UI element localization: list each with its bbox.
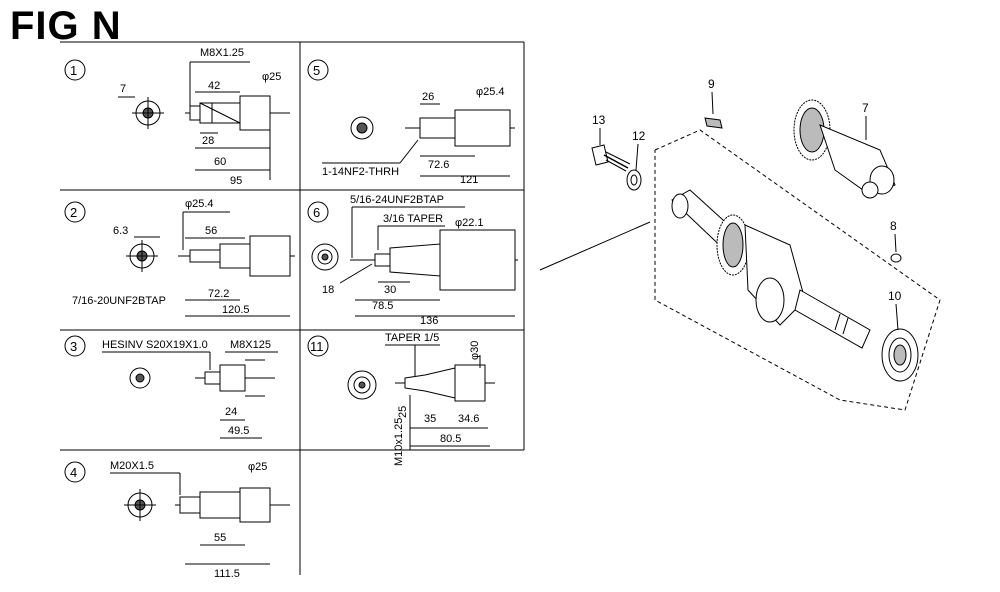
v6-label-3: 30 xyxy=(384,284,396,296)
v11-label-1: φ30 xyxy=(469,341,481,360)
v3-label-1: M8X125 xyxy=(230,339,271,351)
pin-part xyxy=(890,253,902,263)
variant-1: 1 M8X1.25 7 42 φ25 28 60 95 xyxy=(64,47,290,187)
variant-number-3: 3 xyxy=(70,339,77,354)
variant-number-2: 2 xyxy=(70,205,77,220)
v1-label-2: 42 xyxy=(208,80,220,92)
v5-label-0: 26 xyxy=(422,91,434,103)
variant-5: 5 26 φ25.4 72.6 121 1-14NF2-THRH xyxy=(307,59,515,186)
v6-label-1: 3/16 TAPER xyxy=(383,213,443,225)
bearing-part xyxy=(881,328,919,382)
v3-label-2: 24 xyxy=(225,406,237,418)
variant-11: 11 TAPER 1/5 φ30 25 35 34.6 80.5 M10x1.2… xyxy=(307,332,495,466)
v5-label-2: 72.6 xyxy=(428,159,449,171)
variant-number-4: 4 xyxy=(70,465,77,480)
v2-label-4: 120.5 xyxy=(222,304,250,316)
variant-number-5: 5 xyxy=(313,63,320,78)
v2-label-3: 72.2 xyxy=(208,288,229,300)
v4-label-0: M20X1.5 xyxy=(110,460,154,472)
v6-label-0: 5/16-24UNF2BTAP xyxy=(350,194,444,206)
v5-label-3: 121 xyxy=(460,174,478,186)
part-number-7: 7 xyxy=(862,101,869,115)
v11-label-2: 25 xyxy=(397,406,409,418)
panel-grid xyxy=(60,41,525,575)
v11-label-5: 80.5 xyxy=(440,433,461,445)
washer-part xyxy=(626,169,642,191)
v4-label-2: 55 xyxy=(214,532,226,544)
v11-label-4: 34.6 xyxy=(458,413,479,425)
v2-label-2: 56 xyxy=(205,225,217,237)
crankshaft-part xyxy=(671,189,871,349)
part-number-8: 8 xyxy=(890,219,897,233)
v6-label-2: φ22.1 xyxy=(455,217,484,229)
v4-label-1: φ25 xyxy=(248,461,267,473)
bolt-part xyxy=(591,144,631,172)
v3-label-0: HESINV S20X19X1.0 xyxy=(102,339,208,351)
v1-label-6: 95 xyxy=(230,175,242,187)
figure-title: FIG N xyxy=(10,4,122,48)
v11-label-6: M10x1.25 xyxy=(393,418,405,466)
governor-gear-part xyxy=(793,99,896,199)
v2-label-0: φ25.4 xyxy=(185,198,214,210)
v1-label-4: 28 xyxy=(202,135,214,147)
variant-number-6: 6 xyxy=(313,205,320,220)
v1-label-1: 7 xyxy=(120,83,126,95)
v1-label-0: M8X1.25 xyxy=(200,47,244,59)
v6-label-4: 78.5 xyxy=(372,300,393,312)
part-number-13: 13 xyxy=(592,113,606,127)
variant-number-11: 11 xyxy=(310,339,324,354)
v4-label-3: 111.5 xyxy=(214,568,240,580)
v1-label-5: 60 xyxy=(214,156,226,168)
leader-line xyxy=(539,221,651,271)
v2-label-5: 7/16-20UNF2BTAP xyxy=(72,295,166,307)
exploded-view: 13 12 9 7 8 xyxy=(591,77,941,411)
part-number-9: 9 xyxy=(708,77,715,91)
variant-4: 4 M20X1.5 φ25 55 111.5 xyxy=(64,460,290,580)
v11-label-0: TAPER 1/5 xyxy=(385,332,439,344)
v2-label-1: 6.3 xyxy=(113,225,128,237)
variant-3: 3 HESINV S20X19X1.0 M8X125 24 49.5 xyxy=(64,335,278,439)
variant-2: 2 φ25.4 6.3 56 72.2 120.5 7/16-20UNF2BTA… xyxy=(64,198,295,317)
variant-number-1: 1 xyxy=(70,63,77,78)
part-number-12: 12 xyxy=(632,129,646,143)
part-number-10: 10 xyxy=(888,289,902,303)
v5-label-1: φ25.4 xyxy=(476,86,505,98)
v5-label-4: 1-14NF2-THRH xyxy=(322,166,399,178)
v6-label-6: 18 xyxy=(322,284,334,296)
v6-label-5: 136 xyxy=(420,315,438,327)
v11-label-3: 35 xyxy=(424,413,436,425)
v1-label-3: φ25 xyxy=(262,71,281,83)
variant-6: 6 5/16-24UNF2BTAP 3/16 TAPER φ22.1 30 78… xyxy=(307,194,518,327)
v3-label-3: 49.5 xyxy=(228,425,249,437)
key-part xyxy=(704,117,723,129)
